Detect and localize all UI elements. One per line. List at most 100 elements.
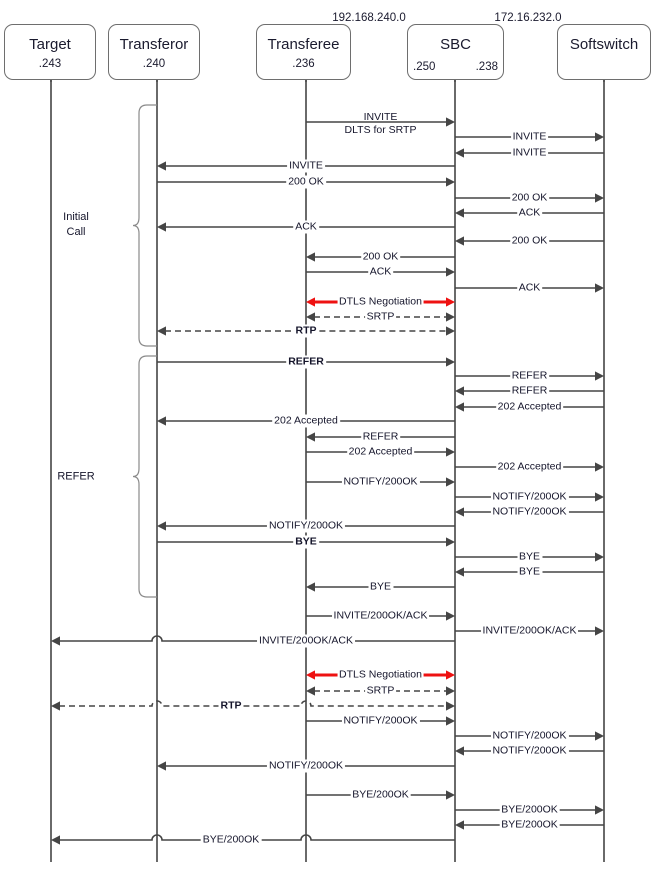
actor-name: Target	[29, 36, 71, 53]
message-label: ACK	[293, 220, 319, 234]
actor-box-transferee[interactable]: Transferee .236	[256, 24, 351, 80]
arrowhead-right	[446, 716, 455, 726]
network-label: 172.16.232.0	[494, 12, 562, 24]
arrowhead-right	[595, 626, 604, 636]
message-label: 200 OK	[360, 250, 401, 264]
arrowhead-right	[446, 477, 455, 487]
actor-box-transferor[interactable]: Transferor.240	[108, 24, 200, 80]
message-label: NOTIFY/200OK	[490, 490, 569, 504]
arrowhead-left	[455, 820, 464, 830]
arrowhead-right	[446, 670, 455, 680]
arrowhead-left	[455, 402, 464, 412]
network-label: 192.168.240.0	[332, 12, 406, 24]
arrowhead-left	[455, 236, 464, 246]
message-label: NOTIFY/200OK	[341, 714, 420, 728]
message-label: BYE	[516, 565, 543, 579]
actor-box-target[interactable]: Target .243	[4, 24, 96, 80]
arrowhead-left	[157, 416, 166, 426]
message-label: SRTP	[364, 684, 397, 698]
message-label: INVITE	[287, 159, 325, 173]
arrowhead-right	[595, 492, 604, 502]
message-label: BYE/200OK	[200, 833, 262, 847]
message-line	[59, 700, 447, 707]
message-label: BYE	[293, 535, 319, 549]
actor-box-sbc[interactable]: SBC.250.238	[407, 24, 504, 80]
message-label: BYE/200OK	[350, 788, 411, 802]
arrowhead-right	[446, 790, 455, 800]
actor-name: Transferee	[267, 36, 340, 53]
phase-label: REFER	[57, 470, 95, 483]
arrowhead-left	[157, 222, 166, 232]
arrowhead-left	[157, 521, 166, 531]
actor-name: SBC	[440, 36, 471, 53]
arrowhead-left	[306, 670, 315, 680]
message-label: 202 Accepted	[495, 460, 564, 474]
message-label: NOTIFY/200OK	[341, 475, 420, 489]
arrowhead-left	[306, 297, 315, 307]
message-label: REFER	[360, 430, 401, 444]
message-label: INVITE	[510, 130, 549, 144]
phase-brace-1	[132, 355, 157, 598]
arrowhead-left	[306, 432, 315, 442]
arrowhead-right	[595, 283, 604, 293]
arrowhead-left	[455, 208, 464, 218]
arrowhead-right	[446, 267, 455, 277]
arrowhead-right	[446, 326, 455, 336]
actor-box-softswitch[interactable]: Softswitch	[557, 24, 651, 80]
arrowhead-left	[157, 326, 166, 336]
message-label: ACK	[516, 281, 543, 295]
message-label: NOTIFY/200OK	[266, 759, 346, 773]
message-label: RTP	[218, 699, 244, 713]
message-label: REFER	[509, 369, 550, 383]
arrowhead-left	[306, 312, 315, 322]
message-label: SRTP	[364, 310, 397, 324]
message-label: INVITE/200OK/ACK	[257, 634, 355, 648]
message-label: BYE	[367, 580, 394, 594]
arrowhead-right	[446, 701, 455, 711]
arrowhead-left	[51, 835, 60, 845]
actor-ip-right: .238	[475, 61, 498, 73]
phase-brace-0	[132, 104, 157, 347]
arrowhead-right	[595, 552, 604, 562]
arrowhead-right	[595, 805, 604, 815]
arrowhead-right	[446, 447, 455, 457]
arrowhead-right	[446, 686, 455, 696]
arrowhead-left	[157, 761, 166, 771]
message-label: NOTIFY/200OK	[490, 744, 569, 758]
arrowhead-left	[455, 386, 464, 396]
arrowhead-left	[306, 252, 315, 262]
message-label: 202 Accepted	[346, 445, 415, 459]
message-label: REFER	[286, 355, 326, 369]
arrowhead-left	[157, 161, 166, 171]
message-label: DTLS Negotiation	[337, 668, 424, 682]
arrowhead-right	[446, 611, 455, 621]
message-label: 202 Accepted	[272, 414, 340, 428]
arrowhead-left	[306, 686, 315, 696]
arrowhead-right	[595, 462, 604, 472]
actor-ip: .236	[292, 58, 315, 70]
arrowhead-left	[51, 701, 60, 711]
arrowhead-right	[446, 357, 455, 367]
arrowhead-left	[51, 636, 60, 646]
actor-ip: .243	[38, 58, 62, 70]
arrowhead-left	[306, 582, 315, 592]
message-label: DTLS Negotiation	[337, 295, 424, 309]
arrowhead-right	[595, 193, 604, 203]
message-label: INVITE/200OK/ACK	[331, 609, 430, 623]
message-label: 202 Accepted	[495, 400, 564, 414]
message-label: INVITE	[510, 146, 549, 160]
message-label: NOTIFY/200OK	[490, 729, 569, 743]
arrowhead-right	[446, 117, 455, 127]
arrowhead-right	[595, 371, 604, 381]
message-label: 200 OK	[509, 234, 550, 248]
message-label: RTP	[293, 324, 319, 338]
message-label: NOTIFY/200OK	[266, 519, 346, 533]
actor-ip: .240	[142, 58, 166, 70]
arrowhead-right	[446, 297, 455, 307]
arrowhead-right	[595, 731, 604, 741]
message-label: ACK	[516, 206, 543, 220]
arrowhead-left	[455, 507, 464, 517]
arrowhead-left	[455, 567, 464, 577]
